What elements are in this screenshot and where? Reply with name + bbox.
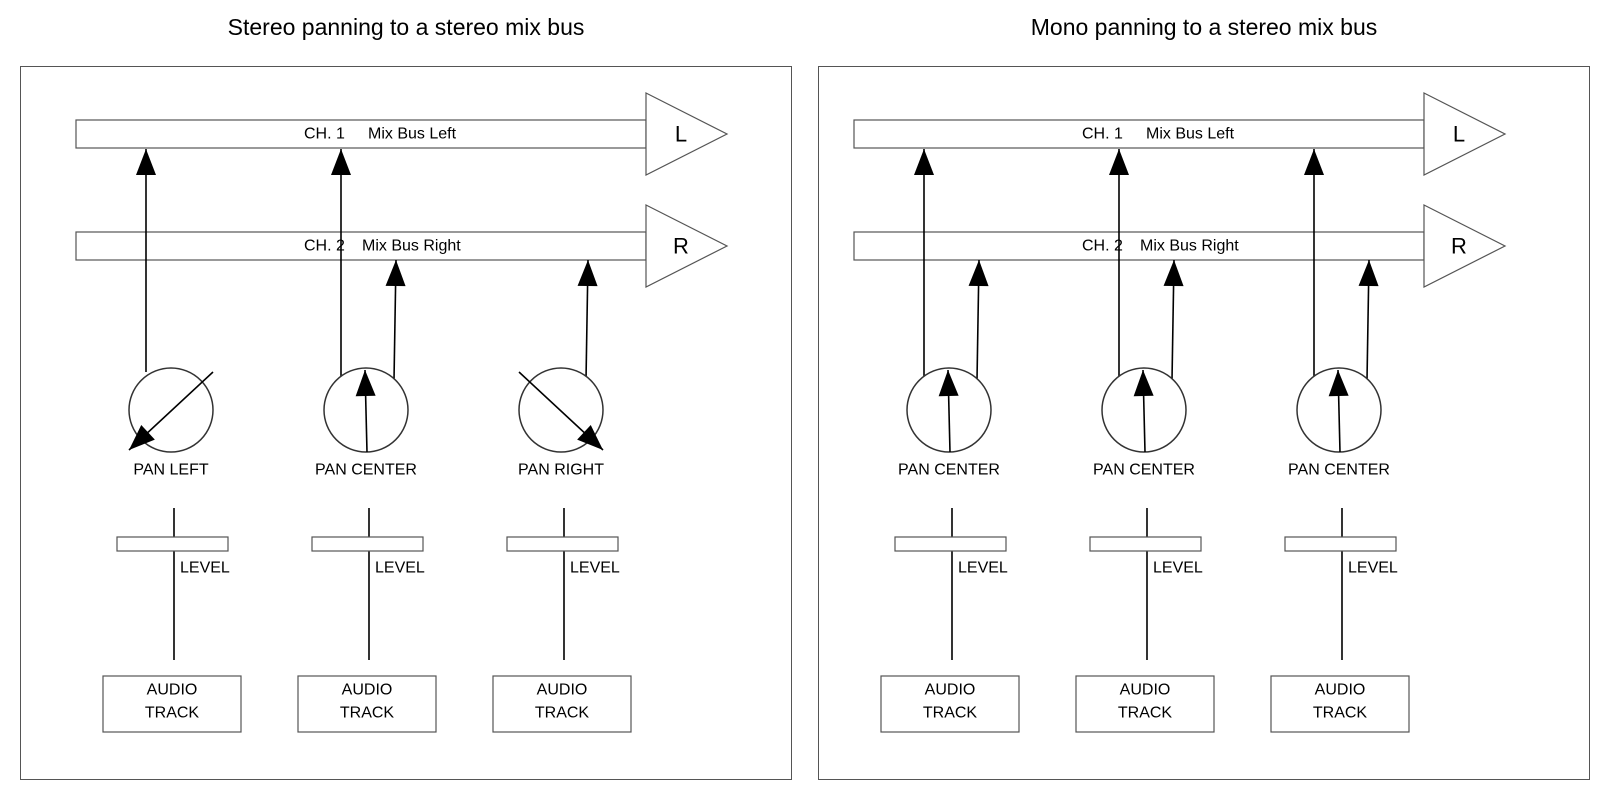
pan-label: PAN RIGHT <box>518 462 604 479</box>
audio-track-box <box>880 675 1020 733</box>
audio-track-label: AUDIO <box>925 682 976 699</box>
send-arrow-right-head <box>1163 260 1184 287</box>
panel-title-stereo: Stereo panning to a stereo mix bus <box>227 14 585 40</box>
bus-channel-label: CH. 1 <box>1082 126 1123 143</box>
pan-label: PAN CENTER <box>1288 462 1390 479</box>
pan-pointer-head <box>577 424 603 450</box>
level-label: LEVEL <box>958 560 1008 577</box>
audio-track-label: TRACK <box>340 705 395 722</box>
send-arrow-left-head <box>136 149 156 175</box>
pan-label: PAN CENTER <box>898 462 1000 479</box>
audio-track-label: TRACK <box>145 705 200 722</box>
mix-bus-l <box>853 119 1425 149</box>
bus-channel-label: CH. 2 <box>304 238 345 255</box>
mix-bus-r <box>75 231 647 261</box>
bus-output-triangle-l <box>1423 92 1507 176</box>
audio-track-label: AUDIO <box>537 682 588 699</box>
send-arrow-left-head <box>1109 149 1129 175</box>
bus-output-triangle-l <box>645 92 729 176</box>
bus-channel-label: CH. 1 <box>304 126 345 143</box>
pan-pointer-head <box>129 424 155 450</box>
bus-output-label: R <box>1451 234 1467 259</box>
audio-track-box <box>102 675 242 733</box>
send-arrow-right-head <box>1358 260 1379 287</box>
bus-output-label: L <box>1453 122 1465 147</box>
pan-label: PAN CENTER <box>315 462 417 479</box>
pan-pointer-head <box>1133 370 1154 397</box>
pan-label: PAN CENTER <box>1093 462 1195 479</box>
pan-pointer-head <box>1328 370 1349 397</box>
level-label: LEVEL <box>180 560 230 577</box>
audio-track-label: AUDIO <box>147 682 198 699</box>
send-arrow-left-head <box>914 149 934 175</box>
bus-name-label: Mix Bus Right <box>362 238 461 255</box>
panel-frame-mono <box>818 66 1590 780</box>
mix-bus-r <box>853 231 1425 261</box>
send-arrow-right-head <box>577 260 598 287</box>
panel-title-mono: Mono panning to a stereo mix bus <box>1030 14 1378 40</box>
audio-track-box <box>1075 675 1215 733</box>
audio-track-label: TRACK <box>923 705 978 722</box>
bus-output-triangle-r <box>645 204 729 288</box>
pan-pointer-head <box>938 370 959 397</box>
audio-track-label: AUDIO <box>1120 682 1171 699</box>
audio-track-label: AUDIO <box>342 682 393 699</box>
audio-track-label: TRACK <box>1313 705 1368 722</box>
fader-cap <box>1089 536 1202 552</box>
send-arrow-left-head <box>1304 149 1324 175</box>
level-label: LEVEL <box>1153 560 1203 577</box>
pan-label: PAN LEFT <box>133 462 209 479</box>
bus-name-label: Mix Bus Right <box>1140 238 1239 255</box>
fader-cap <box>311 536 424 552</box>
bus-output-label: L <box>675 122 687 147</box>
level-label: LEVEL <box>1348 560 1398 577</box>
audio-track-label: TRACK <box>535 705 590 722</box>
level-label: LEVEL <box>570 560 620 577</box>
fader-cap <box>894 536 1007 552</box>
fader-cap <box>1284 536 1397 552</box>
audio-track-box <box>297 675 437 733</box>
send-arrow-right-head <box>385 260 406 287</box>
mix-bus-l <box>75 119 647 149</box>
audio-track-label: AUDIO <box>1315 682 1366 699</box>
audio-track-box <box>1270 675 1410 733</box>
bus-channel-label: CH. 2 <box>1082 238 1123 255</box>
bus-name-label: Mix Bus Left <box>1146 126 1235 143</box>
level-label: LEVEL <box>375 560 425 577</box>
send-arrow-right-head <box>968 260 989 287</box>
panel-frame-stereo <box>20 66 792 780</box>
bus-output-triangle-r <box>1423 204 1507 288</box>
pan-pointer-head <box>355 370 376 397</box>
fader-cap <box>116 536 229 552</box>
fader-cap <box>506 536 619 552</box>
bus-name-label: Mix Bus Left <box>368 126 457 143</box>
bus-output-label: R <box>673 234 689 259</box>
send-arrow-left-head <box>331 149 351 175</box>
audio-track-box <box>492 675 632 733</box>
audio-track-label: TRACK <box>1118 705 1173 722</box>
